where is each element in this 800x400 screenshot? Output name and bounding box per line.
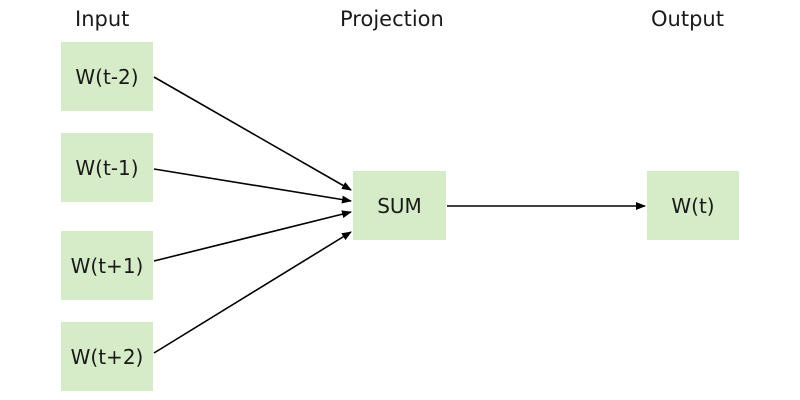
node-label: W(t-2) (75, 64, 139, 89)
edge-t-plus-2-to-sum (153, 231, 352, 354)
input-node-t-minus-2: W(t-2) (61, 42, 153, 111)
edge-t-minus-2-to-sum (153, 76, 352, 191)
node-label: W(t-1) (75, 155, 139, 180)
edge-t-plus-1-to-sum (153, 210, 352, 262)
input-node-t-minus-1: W(t-1) (61, 133, 153, 202)
node-label: W(t+2) (70, 344, 144, 369)
node-label: SUM (377, 193, 422, 218)
input-node-t-plus-1: W(t+1) (61, 231, 153, 300)
output-column-heading: Output (651, 7, 724, 31)
input-column-heading: Input (75, 7, 130, 31)
input-node-t-plus-2: W(t+2) (61, 322, 153, 391)
node-label: W(t) (671, 193, 715, 218)
projection-column-heading: Projection (340, 7, 444, 31)
output-node: W(t) (647, 171, 739, 240)
node-label: W(t+1) (70, 253, 144, 278)
projection-sum-node: SUM (353, 171, 446, 240)
edge-t-minus-1-to-sum (153, 168, 352, 204)
